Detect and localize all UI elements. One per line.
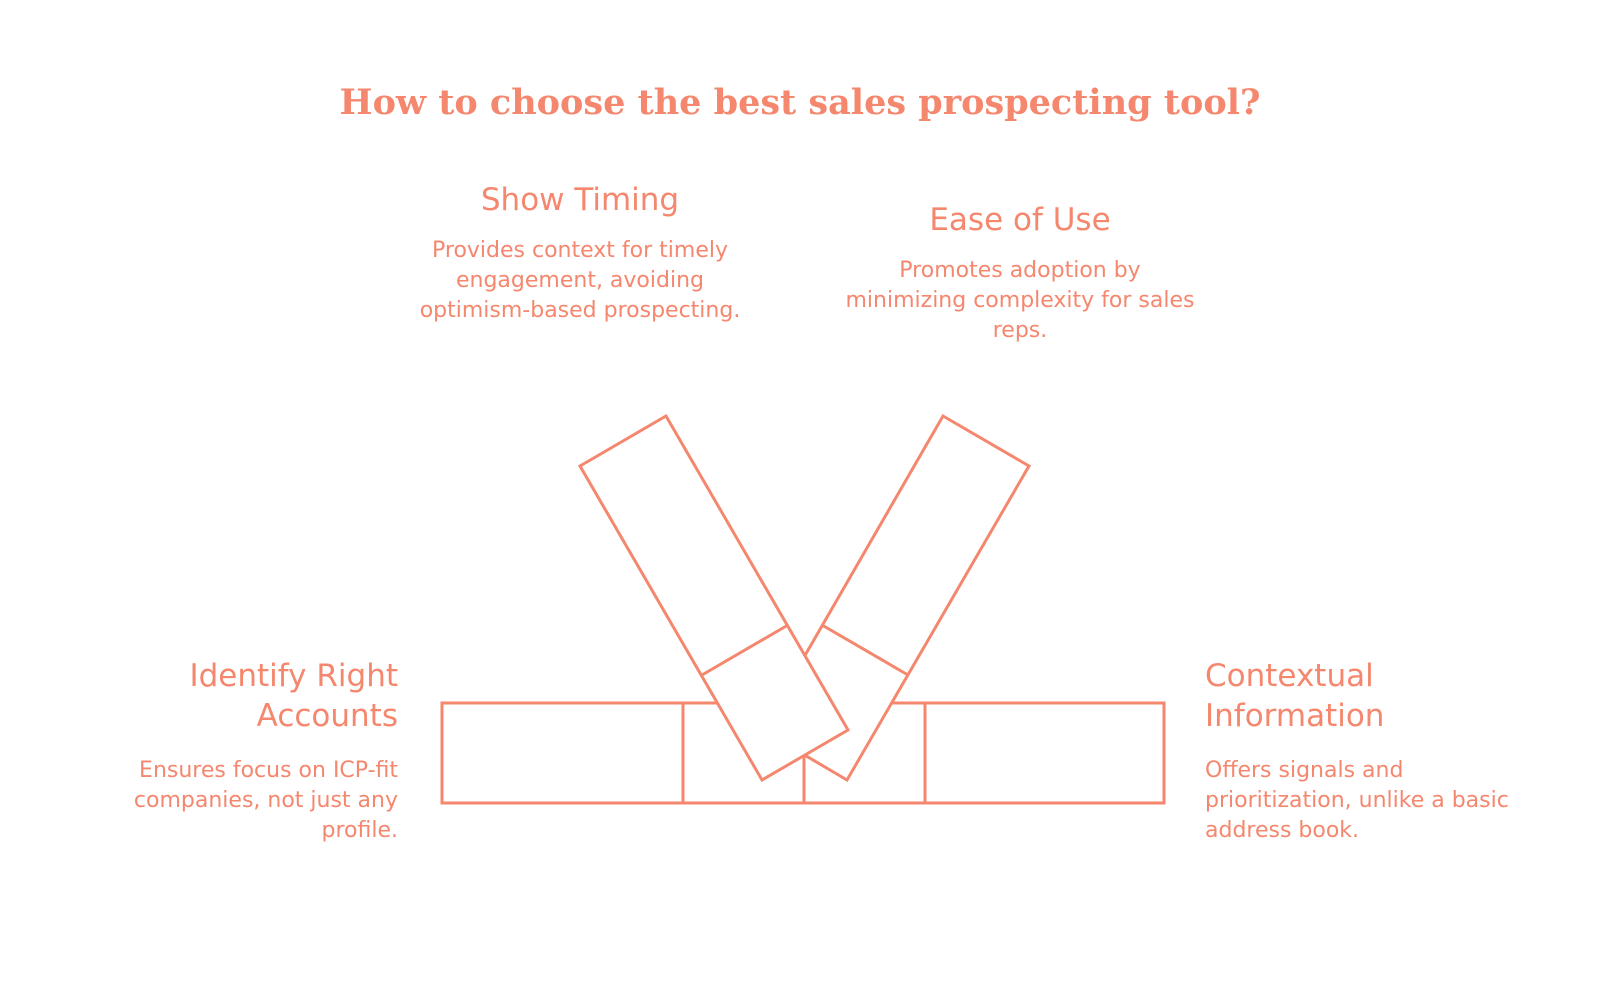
item-heading: Show Timing xyxy=(480,182,680,218)
item-description: Provides context for timely engagement, … xyxy=(419,238,741,323)
item-description: Offers signals and prioritization, unlik… xyxy=(1205,758,1509,843)
item-heading: Identify Right Accounts xyxy=(189,658,398,734)
item-description: Ensures focus on ICP-fit companies, not … xyxy=(133,758,398,843)
item-show-timing: Show Timing Provides context for timely … xyxy=(405,180,755,326)
item-heading: Ease of Use xyxy=(929,202,1111,238)
item-description: Promotes adoption by minimizing complexi… xyxy=(845,258,1195,343)
bar-divider xyxy=(821,623,909,677)
item-heading: Contextual Information xyxy=(1205,658,1385,734)
item-contextual-information: Contextual Information Offers signals an… xyxy=(1205,656,1525,846)
diagram-title: How to choose the best sales prospecting… xyxy=(339,82,1261,123)
item-identify-right-accounts: Identify Right Accounts Ensures focus on… xyxy=(80,656,398,846)
item-ease-of-use: Ease of Use Promotes adoption by minimiz… xyxy=(840,200,1200,346)
bar-divider xyxy=(701,623,789,677)
